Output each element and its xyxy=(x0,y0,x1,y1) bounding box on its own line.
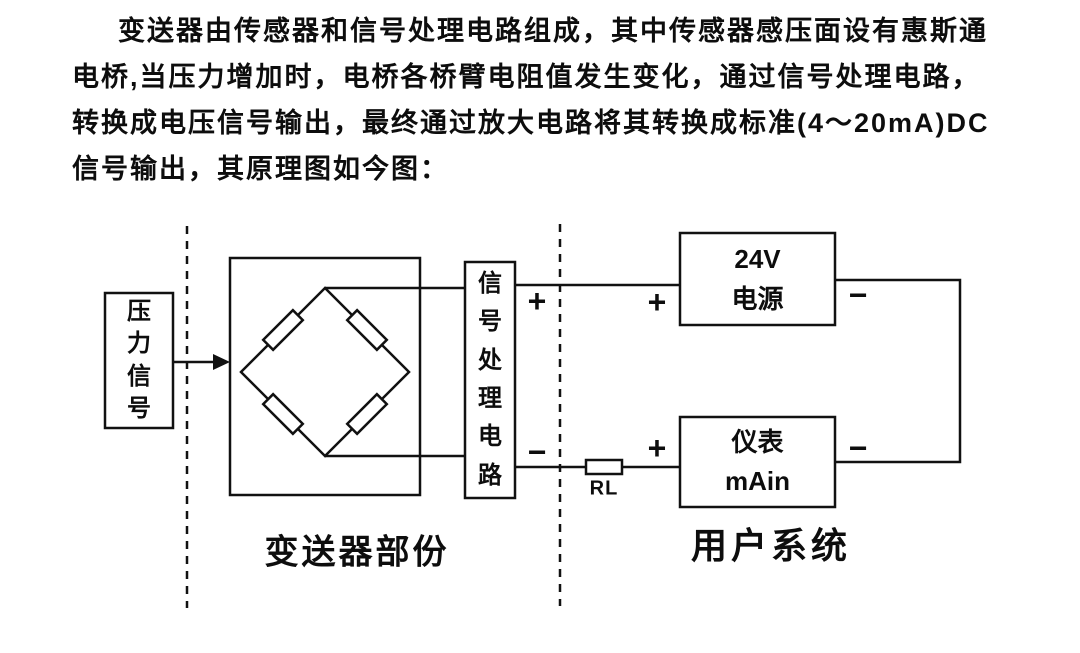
bridge-resistor xyxy=(345,392,389,436)
return-wire xyxy=(835,278,962,464)
transmitter-section-label: 变送器部份 xyxy=(264,533,450,572)
signal-processing-label: 信 号 处 理 电 路 xyxy=(465,262,515,498)
wheatstone-bridge-diamond xyxy=(239,286,411,458)
instrument-plus-symbol: + xyxy=(647,430,667,466)
arrow-head-icon xyxy=(213,354,230,370)
pressure-signal-label: 压 力 信 号 xyxy=(105,293,173,428)
bridge-resistor xyxy=(345,308,389,352)
signal-minus-symbol: − xyxy=(527,434,547,470)
bridge-resistor xyxy=(261,392,305,436)
power-supply-label-text: 24V 电源 xyxy=(731,243,784,314)
bridge-resistor xyxy=(261,308,305,352)
signal-processing-label-text: 信 号 处 理 电 路 xyxy=(478,269,502,489)
paragraph-line: 转换成电压信号输出，最终通过放大电路将其转换成标准(4～20mA)DC xyxy=(72,108,990,138)
intro-paragraph: 变送器由传感器和信号处理电路组成，其中传感器感压面设有惠斯通 电桥,当压力增加时… xyxy=(72,8,1017,192)
supply-plus-symbol: + xyxy=(647,284,667,320)
signal-processing-box xyxy=(463,260,517,500)
paragraph-line: 变送器由传感器和信号处理电路组成，其中传感器感压面设有惠斯通 xyxy=(118,16,988,46)
instrument-label-text: 仪表 mAin xyxy=(725,427,790,496)
load-resistor xyxy=(584,458,624,476)
pressure-signal-label-text: 压 力 信 号 xyxy=(127,298,151,422)
sensor-outer-box xyxy=(228,256,422,497)
load-resistor-label: RL xyxy=(589,477,619,500)
paragraph-line: 信号输出，其原理图如今图： xyxy=(72,154,449,184)
supply-minus-symbol: − xyxy=(848,277,868,313)
paragraph-line: 电桥,当压力增加时，电桥各桥臂电阻值发生变化，通过信号处理电路， xyxy=(72,62,981,92)
instrument-label: 仪表 mAin xyxy=(680,417,835,507)
instrument-minus-symbol: − xyxy=(848,430,868,466)
pressure-signal-box xyxy=(103,291,175,430)
signal-plus-symbol: + xyxy=(527,283,547,319)
user-system-section-label: 用户系统 xyxy=(690,525,852,566)
power-supply-label: 24V 电源 xyxy=(680,233,835,325)
